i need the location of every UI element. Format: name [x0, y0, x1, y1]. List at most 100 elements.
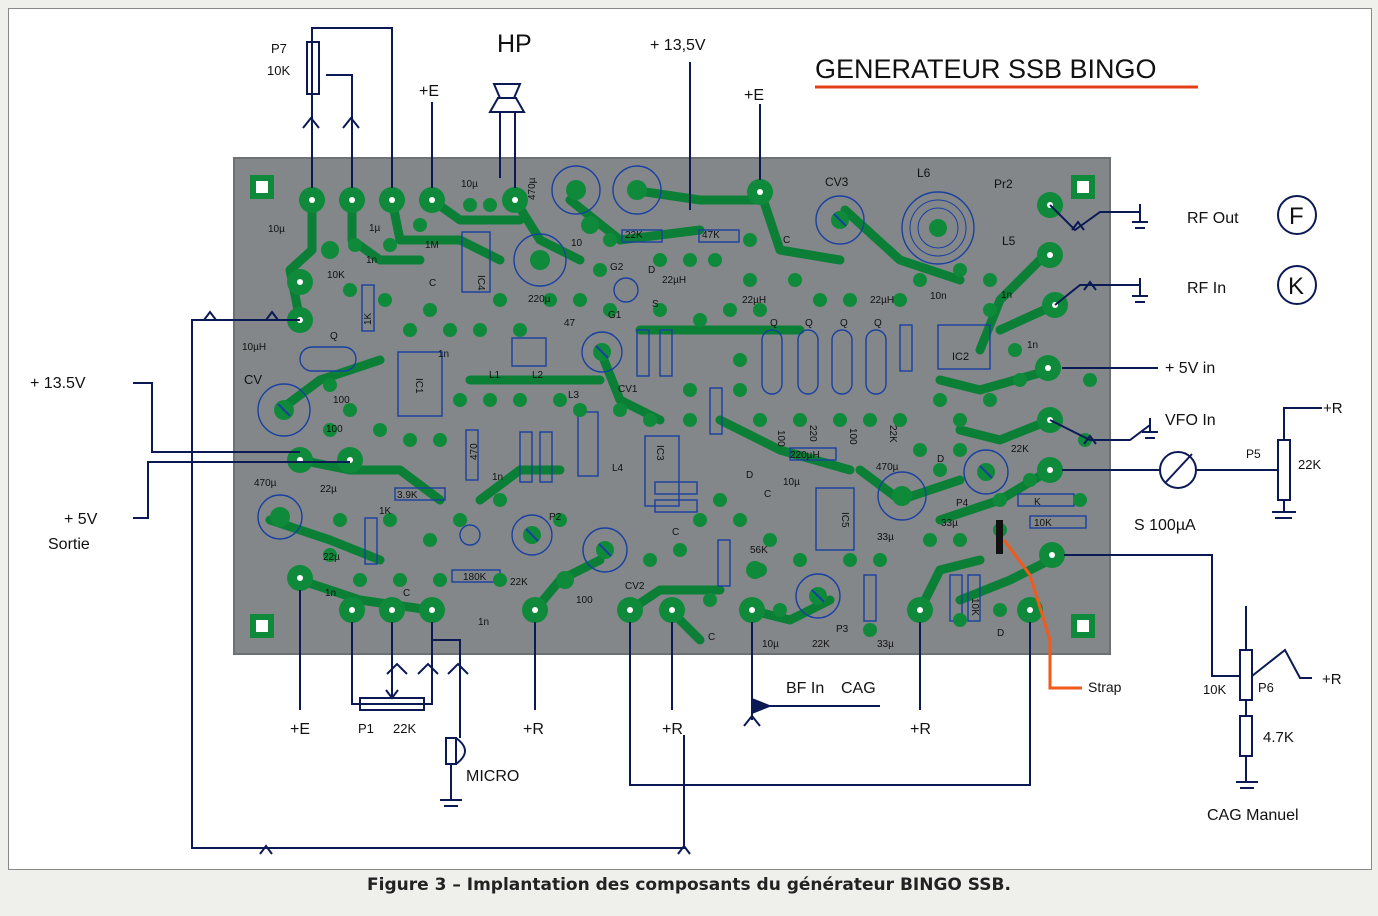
svg-text:L1: L1: [489, 370, 501, 381]
svg-text:Q: Q: [840, 318, 848, 329]
sortie-label: Sortie: [48, 536, 90, 553]
svg-text:IC2: IC2: [952, 351, 969, 363]
svg-text:470: 470: [469, 443, 480, 460]
svg-text:C: C: [708, 632, 715, 643]
svg-text:C: C: [764, 489, 771, 500]
svg-text:L5: L5: [1002, 234, 1016, 248]
out-5v-label: + 5V: [64, 511, 98, 528]
svg-text:470µ: 470µ: [876, 462, 899, 473]
supply-left-label: + 13.5V: [30, 375, 86, 392]
strap-wire: [1002, 539, 1082, 690]
plus-r-right-1: +R: [1323, 400, 1343, 417]
svg-text:22µ: 22µ: [320, 484, 337, 495]
svg-text:CV3: CV3: [825, 175, 849, 189]
speaker-icon: [488, 83, 526, 113]
plus-r-right-2: +R: [1322, 671, 1342, 688]
svg-text:CV1: CV1: [618, 384, 638, 395]
vfo-in-label: VFO In: [1165, 412, 1216, 429]
potentiometer-icon: [306, 41, 320, 95]
p6-left-value: 10K: [1203, 682, 1226, 697]
plus-e-top-1: +E: [419, 83, 439, 100]
svg-text:P2: P2: [549, 512, 562, 523]
svg-text:33µ: 33µ: [877, 639, 894, 650]
p6-label: P6: [1258, 680, 1274, 695]
pcb-board: 10µ 1µ 1M 10µ 470µ 10 IC4 10K 1n C Q 1K …: [233, 157, 1111, 655]
svg-text:10K: 10K: [327, 270, 345, 281]
svg-text:1n: 1n: [478, 617, 489, 628]
jack-icon: [203, 116, 1097, 855]
svg-text:1M: 1M: [425, 240, 439, 251]
svg-text:D: D: [746, 470, 753, 481]
plus-r-bottom-2: +R: [662, 721, 683, 738]
svg-text:CV2: CV2: [625, 581, 645, 592]
toroid-l6: [909, 199, 967, 257]
hp-label: HP: [497, 30, 532, 58]
svg-text:100: 100: [775, 430, 786, 447]
figure-caption: Figure 3 – Implantation des composants d…: [367, 875, 1011, 895]
strap-bar: [996, 520, 1003, 554]
svg-text:Q: Q: [330, 331, 338, 342]
mode-k-circle: [1277, 265, 1317, 305]
svg-text:470µ: 470µ: [527, 177, 538, 200]
svg-text:S: S: [652, 299, 659, 310]
plus-r-bottom-1: +R: [523, 721, 544, 738]
svg-text:1µ: 1µ: [369, 223, 381, 234]
svg-text:22K: 22K: [1011, 444, 1029, 455]
svg-text:L2: L2: [532, 370, 544, 381]
plus-e-top-2: +E: [744, 87, 764, 104]
svg-text:22K: 22K: [625, 230, 643, 241]
mode-k-label: K: [1288, 273, 1304, 300]
svg-text:220µ: 220µ: [528, 294, 551, 305]
rf-out-label: RF Out: [1187, 210, 1239, 227]
svg-text:100: 100: [326, 424, 343, 435]
cag-manuel-label: CAG Manuel: [1207, 807, 1299, 824]
microphone-icon: [445, 737, 466, 800]
svg-text:1n: 1n: [492, 472, 503, 483]
potentiometer-icon: [1268, 439, 1291, 501]
svg-text:180K: 180K: [463, 572, 487, 583]
svg-text:IC4: IC4: [475, 275, 486, 291]
svg-text:22µ: 22µ: [323, 552, 340, 563]
svg-text:C: C: [403, 588, 410, 599]
svg-text:L6: L6: [917, 166, 931, 180]
bf-in-label: BF In: [786, 680, 824, 697]
small-pads: [323, 198, 1097, 637]
svg-text:33µ: 33µ: [877, 532, 894, 543]
svg-text:10µ: 10µ: [783, 477, 800, 488]
plus-r-bottom-3: +R: [910, 721, 931, 738]
svg-text:220: 220: [807, 425, 818, 442]
svg-text:22µH: 22µH: [742, 295, 766, 306]
svg-text:D: D: [937, 454, 944, 465]
svg-text:1K: 1K: [363, 312, 374, 325]
diagram-title: GENERATEUR SSB BINGO: [815, 54, 1157, 84]
p5-label: P5: [1246, 447, 1261, 461]
svg-text:47K: 47K: [702, 230, 720, 241]
svg-text:G2: G2: [610, 262, 624, 273]
svg-text:10µ: 10µ: [762, 639, 779, 650]
svg-text:22µH: 22µH: [870, 295, 894, 306]
p7-value: 10K: [267, 63, 290, 78]
board-component-labels: 10µ 1µ 1M 10µ 470µ 10 IC4 10K 1n C Q 1K …: [242, 166, 1052, 650]
micro-label: MICRO: [466, 768, 519, 785]
svg-text:1K: 1K: [379, 506, 392, 517]
svg-text:Q: Q: [874, 318, 882, 329]
strap-label: Strap: [1088, 679, 1122, 695]
svg-text:220µH: 220µH: [790, 450, 820, 461]
svg-text:C: C: [429, 278, 436, 289]
svg-text:L4: L4: [612, 463, 624, 474]
svg-text:100: 100: [333, 395, 350, 406]
svg-text:10µH: 10µH: [242, 342, 266, 353]
svg-text:22µH: 22µH: [662, 275, 686, 286]
supply-top-label: + 13,5V: [650, 37, 706, 54]
svg-text:10: 10: [571, 238, 583, 249]
svg-text:22K: 22K: [887, 425, 898, 443]
svg-text:C: C: [783, 235, 790, 246]
svg-text:P4: P4: [956, 498, 969, 509]
svg-text:IC1: IC1: [413, 378, 424, 394]
potentiometer-icon: [1239, 649, 1253, 757]
mode-f-label: F: [1289, 203, 1304, 230]
ground-icon: [440, 204, 1296, 807]
mode-f-circle: [1277, 195, 1317, 235]
svg-text:56K: 56K: [750, 545, 768, 556]
